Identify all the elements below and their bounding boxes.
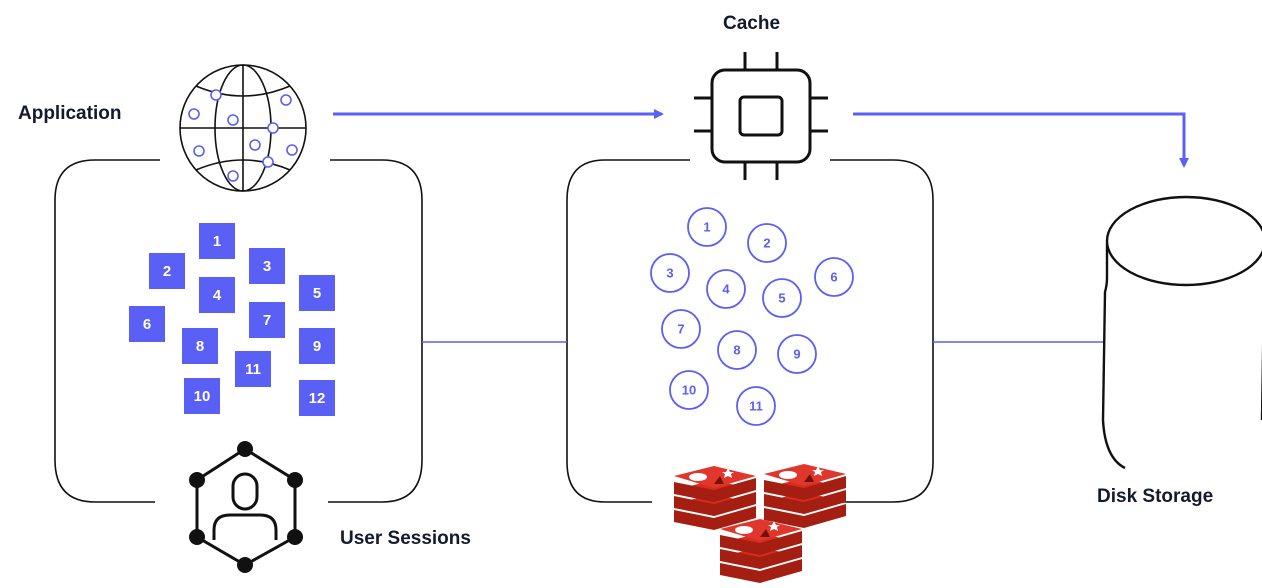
session-square-label: 9 [313,338,321,355]
cache-circle [717,330,757,370]
cache-circle [762,278,802,318]
session-square-label: 11 [245,361,261,378]
session-square-label: 1 [213,233,221,250]
disk-storage-label: Disk Storage [1097,486,1214,507]
redis-logo [764,464,846,528]
cache-circle [777,334,817,374]
cache-container [566,159,934,503]
cache-circles: 1 2 3 4 5 6 7 8 9 10 11 [650,207,854,426]
redis-logo [674,466,756,530]
cache-circle [650,253,690,293]
cache-circle [687,207,727,247]
session-square-label: 8 [196,338,204,355]
globe-nodes [188,89,298,182]
cache-circle-label: 2 [763,236,770,251]
cache-circle-label: 11 [749,399,763,414]
session-square-label: 5 [313,285,321,302]
session-square [199,223,235,259]
application-label: Application [18,103,122,124]
session-square [149,253,185,289]
cache-circle-label: 7 [677,322,684,337]
session-square [249,248,285,284]
redis-logo [720,519,802,583]
cache-circle [669,370,709,410]
cache-circle-label: 5 [778,291,785,306]
session-square [299,275,335,311]
globe-icon [179,64,307,192]
cache-circle-label: 9 [793,347,800,362]
session-square-label: 2 [163,263,171,280]
session-square [199,277,235,313]
session-square [299,380,335,416]
session-square-label: 10 [194,388,211,405]
session-square-label: 12 [309,390,326,407]
user-network-icon [189,441,303,573]
session-square [235,351,271,387]
session-square-label: 3 [263,258,271,275]
cache-circle-label: 10 [682,383,696,398]
cache-circle [706,269,746,309]
cylinder-icon [1101,195,1262,470]
cache-circle-label: 1 [703,220,710,235]
cache-label: Cache [723,13,781,34]
chip-icon [694,52,828,180]
cache-circle [814,257,854,297]
session-square [182,328,218,364]
cache-circle [747,223,787,263]
user-sessions-label: User Sessions [340,528,471,549]
session-square [299,328,335,364]
cache-circle-label: 6 [830,270,837,285]
session-square-label: 6 [143,316,151,333]
session-square [249,302,285,338]
user-sessions-container [54,159,423,503]
cache-to-storage-arrow [853,112,1189,168]
cache-circle-label: 4 [722,282,730,297]
cache-circle-label: 8 [733,343,740,358]
session-square [129,306,165,342]
cache-circle-label: 3 [666,266,673,281]
session-square-label: 4 [213,287,222,304]
cache-circle [661,309,701,349]
session-square-label: 7 [263,312,271,329]
session-square [184,378,220,414]
cache-circle [736,386,776,426]
